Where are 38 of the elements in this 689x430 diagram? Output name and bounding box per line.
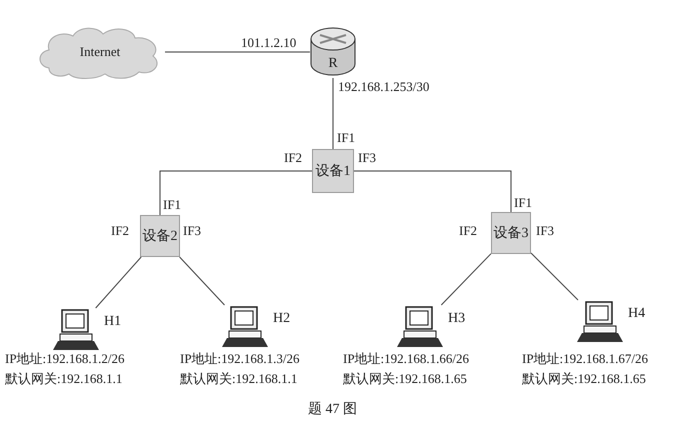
interface-label: IF2 bbox=[284, 151, 302, 166]
host-label: H4 bbox=[628, 306, 646, 322]
computer-icon bbox=[396, 305, 444, 349]
interface-label: IF2 bbox=[459, 224, 478, 238]
network-link bbox=[179, 256, 225, 306]
gateway-text: 默认网关:192.168.1.65 bbox=[522, 372, 646, 386]
host-label: H1 bbox=[104, 314, 122, 330]
network-link bbox=[530, 252, 578, 300]
network-link bbox=[440, 253, 492, 306]
network-link bbox=[332, 78, 334, 150]
interface-label: IF3 bbox=[358, 151, 376, 166]
ip-address-text: IP地址:192.168.1.66/26 bbox=[343, 352, 470, 366]
computer-icon bbox=[576, 300, 624, 344]
interface-label: IF3 bbox=[536, 224, 554, 238]
computer-icon bbox=[52, 308, 100, 352]
interface-label: IF1 bbox=[514, 196, 532, 210]
interface-label: IF1 bbox=[337, 131, 356, 146]
ip-address-text: IP地址:192.168.1.2/26 bbox=[5, 352, 125, 366]
computer-icon bbox=[221, 305, 269, 349]
device-box: 设备3 bbox=[491, 212, 531, 254]
edge-label: 192.168.1.253/30 bbox=[337, 80, 430, 94]
network-link bbox=[160, 170, 312, 216]
device-box: 设备2 bbox=[140, 215, 180, 257]
gateway-text: 默认网关:192.168.1.1 bbox=[5, 372, 122, 386]
ip-address-text: IP地址:192.168.1.3/26 bbox=[180, 352, 300, 366]
device-box: 设备1 bbox=[312, 149, 354, 193]
gateway-text: 默认网关:192.168.1.1 bbox=[180, 372, 298, 386]
host-label: H2 bbox=[273, 311, 290, 326]
ip-address-text: IP地址:192.168.1.67/26 bbox=[522, 352, 648, 366]
network-link bbox=[95, 256, 142, 308]
edge-label: 101.1.2.10 bbox=[240, 36, 298, 50]
figure-caption: 题 47 图 bbox=[308, 402, 357, 418]
interface-label: IF2 bbox=[111, 224, 130, 238]
gateway-text: 默认网关:192.168.1.65 bbox=[343, 372, 467, 386]
interface-label: IF3 bbox=[183, 224, 202, 238]
interface-label: IF1 bbox=[163, 198, 182, 212]
host-label: H3 bbox=[448, 311, 466, 326]
network-link bbox=[354, 170, 512, 212]
